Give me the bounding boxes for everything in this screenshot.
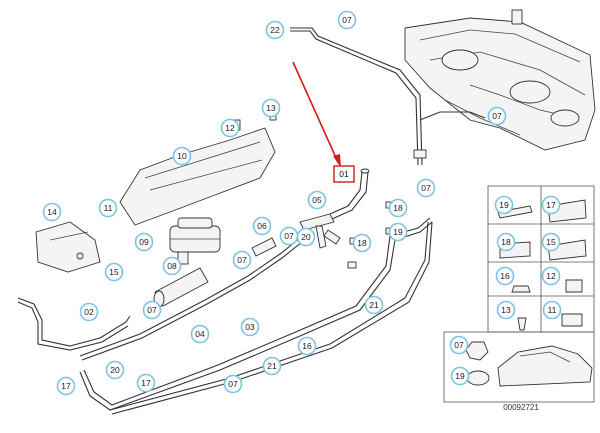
svg-text:20: 20: [110, 365, 120, 375]
callout-17: 17: [56, 376, 76, 396]
svg-text:02: 02: [84, 307, 94, 317]
svg-text:07: 07: [147, 305, 157, 315]
svg-text:14: 14: [47, 207, 57, 217]
svg-text:17: 17: [61, 381, 71, 391]
callout-13: 13: [496, 300, 516, 320]
svg-text:07: 07: [284, 231, 294, 241]
callout-17: 17: [136, 373, 156, 393]
svg-text:07: 07: [492, 111, 502, 121]
callout-02: 02: [79, 302, 99, 322]
callout-18: 18: [352, 233, 372, 253]
svg-text:05: 05: [312, 195, 322, 205]
svg-text:13: 13: [501, 305, 511, 315]
svg-text:11: 11: [104, 203, 113, 213]
t-piece-05: [299, 213, 341, 249]
bracket-14: [35, 221, 101, 273]
svg-text:13: 13: [266, 103, 276, 113]
svg-text:15: 15: [109, 267, 119, 277]
highlight-arrow: [292, 61, 341, 168]
hose-06: [251, 237, 277, 257]
fuel-tank: [404, 9, 596, 151]
callout-19: 19: [450, 366, 470, 386]
svg-text:19: 19: [499, 200, 509, 210]
callout-07: 07: [279, 226, 299, 246]
callout-07: 07: [142, 300, 162, 320]
callout-19: 19: [494, 195, 514, 215]
callout-22: 22: [265, 20, 285, 40]
svg-text:15: 15: [546, 237, 556, 247]
callout-16: 16: [297, 336, 317, 356]
callout-09: 09: [134, 232, 154, 252]
callout-05: 05: [307, 190, 327, 210]
callout-07: 07: [449, 335, 469, 355]
callout-21: 21: [364, 295, 384, 315]
svg-text:17: 17: [141, 378, 151, 388]
callout-10: 10: [172, 146, 192, 166]
svg-text:21: 21: [369, 300, 379, 310]
callout-07: 07: [337, 10, 357, 30]
callout-13: 13: [261, 98, 281, 118]
svg-text:07: 07: [421, 183, 431, 193]
callout-07: 07: [232, 250, 252, 270]
svg-text:19: 19: [455, 371, 465, 381]
svg-text:18: 18: [501, 237, 511, 247]
svg-text:16: 16: [500, 271, 510, 281]
svg-text:07: 07: [342, 15, 352, 25]
svg-text:21: 21: [267, 361, 277, 371]
highlight-box-01: 01: [333, 165, 355, 183]
svg-text:11: 11: [548, 305, 557, 315]
callout-12: 12: [541, 266, 561, 286]
filter-canister: [153, 267, 209, 308]
callout-15: 15: [541, 232, 561, 252]
callout-11: 11: [542, 300, 562, 320]
callout-21: 21: [262, 356, 282, 376]
callout-06: 06: [252, 216, 272, 236]
svg-text:17: 17: [546, 200, 556, 210]
callout-16: 16: [495, 266, 515, 286]
svg-text:06: 06: [257, 221, 267, 231]
highlight-label: 01: [339, 169, 349, 179]
svg-text:12: 12: [546, 271, 556, 281]
svg-text:04: 04: [195, 329, 205, 339]
valve-09: [169, 217, 221, 265]
svg-text:08: 08: [167, 261, 177, 271]
callout-20: 20: [296, 227, 316, 247]
svg-text:19: 19: [393, 227, 403, 237]
callout-12: 12: [220, 118, 240, 138]
svg-text:22: 22: [270, 25, 280, 35]
hose-01: [329, 168, 370, 220]
svg-text:18: 18: [393, 203, 403, 213]
drawing-number: 00092721: [503, 403, 539, 412]
svg-text:03: 03: [245, 322, 255, 332]
callout-18: 18: [388, 198, 408, 218]
callout-08: 08: [162, 256, 182, 276]
callout-11: 11: [98, 198, 118, 218]
callout-bubbles: 22 07 07 07 13 12 10 11 14 09 08 07 06 07 05 07 02 04 03 15…: [42, 10, 562, 396]
svg-text:12: 12: [225, 123, 235, 133]
callout-07: 07: [223, 374, 243, 394]
callout-04: 04: [190, 324, 210, 344]
svg-text:16: 16: [302, 341, 312, 351]
callout-18: 18: [496, 232, 516, 252]
callout-14: 14: [42, 202, 62, 222]
callout-07: 07: [416, 178, 436, 198]
svg-text:07: 07: [237, 255, 247, 265]
callout-19: 19: [388, 222, 408, 242]
svg-text:09: 09: [139, 237, 149, 247]
canister-cover: [119, 107, 277, 226]
callout-03: 03: [240, 317, 260, 337]
callout-15: 15: [104, 262, 124, 282]
svg-text:10: 10: [177, 151, 187, 161]
vent-pipe: [290, 27, 486, 166]
svg-text:07: 07: [454, 340, 464, 350]
callout-17: 17: [541, 195, 561, 215]
callout-07: 07: [487, 106, 507, 126]
callout-20: 20: [105, 360, 125, 380]
svg-text:07: 07: [228, 379, 238, 389]
svg-text:20: 20: [301, 232, 311, 242]
svg-text:18: 18: [357, 238, 367, 248]
